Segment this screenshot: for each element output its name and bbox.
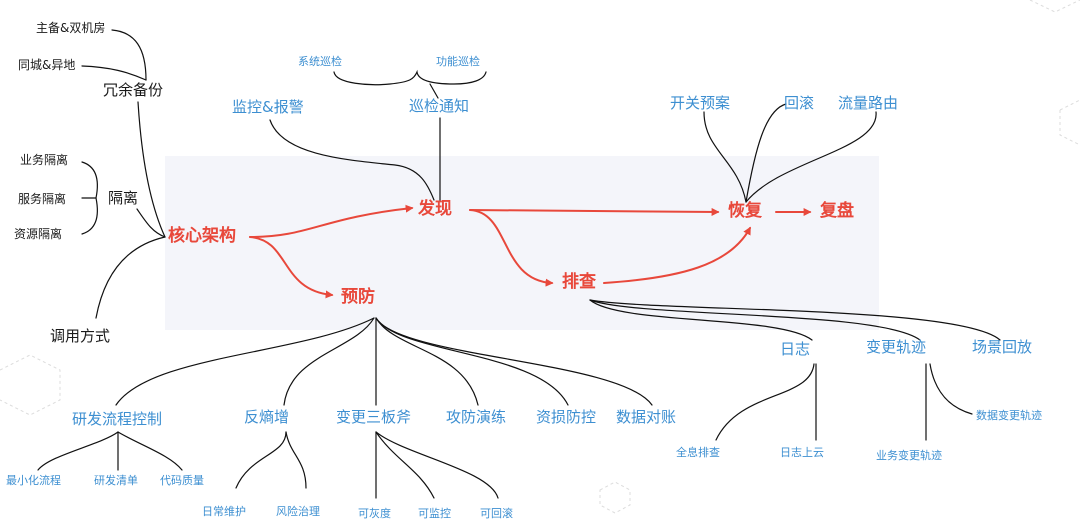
traffic-routing-label: 流量路由 bbox=[838, 94, 899, 112]
active-standby-label: 主备&双机房 bbox=[36, 21, 106, 35]
redundancy-label: 冗余备份 bbox=[103, 81, 164, 99]
business-change-track-label: 业务变更轨迹 bbox=[876, 449, 942, 462]
architecture-connectors bbox=[81, 29, 166, 319]
core-flow-arrows bbox=[249, 204, 812, 299]
reconciliation-label: 数据对账 bbox=[616, 408, 677, 426]
scenario-replay-label: 场景回放 bbox=[972, 338, 1033, 356]
logs-cloud-label: 日志上云 bbox=[780, 446, 824, 459]
discover-node: 发现 bbox=[418, 199, 452, 219]
recover-connectors bbox=[703, 103, 877, 203]
rollbackable-label: 可回滚 bbox=[480, 507, 513, 520]
recover-node: 恢复 bbox=[728, 201, 762, 221]
prevent-connectors bbox=[37, 317, 653, 499]
monitorable-label: 可监控 bbox=[418, 507, 451, 520]
business-isolation-label: 业务隔离 bbox=[20, 153, 69, 167]
same-city-remote-label: 同城&异地 bbox=[18, 58, 76, 72]
full-trace-label: 全息排查 bbox=[676, 446, 720, 459]
drills-label: 攻防演练 bbox=[446, 408, 507, 426]
core-flow-band bbox=[165, 156, 879, 330]
discover-connectors bbox=[269, 69, 487, 201]
loss-prevention-label: 资损防控 bbox=[536, 408, 597, 426]
prevent-node: 预防 bbox=[341, 287, 375, 307]
data-change-track-label: 数据变更轨迹 bbox=[976, 409, 1042, 422]
risk-governance-label: 风险治理 bbox=[276, 505, 320, 518]
resource-isolation-label: 资源隔离 bbox=[14, 227, 63, 241]
inspection-label: 巡检通知 bbox=[409, 97, 470, 115]
invocation-label: 调用方式 bbox=[50, 327, 111, 345]
investigate-node: 排查 bbox=[562, 272, 596, 292]
switch-plan-label: 开关预案 bbox=[670, 94, 731, 112]
investigate-connectors bbox=[589, 299, 1001, 441]
change-track-label: 变更轨迹 bbox=[866, 338, 927, 356]
rollback-label: 回滚 bbox=[784, 94, 815, 112]
decorative-hexagons bbox=[0, 0, 1080, 514]
dev-checklist-label: 研发清单 bbox=[94, 474, 138, 487]
system-inspection-label: 系统巡检 bbox=[298, 55, 342, 68]
monitoring-label: 监控&报警 bbox=[232, 98, 304, 116]
daily-maintenance-label: 日常维护 bbox=[202, 505, 246, 518]
core-architecture-node: 核心架构 bbox=[168, 226, 236, 246]
isolation-label: 隔离 bbox=[108, 189, 139, 207]
function-inspection-label: 功能巡检 bbox=[436, 55, 480, 68]
review-node: 复盘 bbox=[820, 201, 854, 221]
change-axes-label: 变更三板斧 bbox=[336, 408, 412, 426]
code-quality-label: 代码质量 bbox=[160, 474, 204, 487]
anti-entropy-label: 反熵增 bbox=[244, 408, 290, 426]
dev-process-label: 研发流程控制 bbox=[72, 410, 163, 428]
min-process-label: 最小化流程 bbox=[6, 474, 61, 487]
grayscale-label: 可灰度 bbox=[358, 507, 391, 520]
logs-label: 日志 bbox=[780, 340, 811, 358]
service-isolation-label: 服务隔离 bbox=[18, 192, 67, 206]
